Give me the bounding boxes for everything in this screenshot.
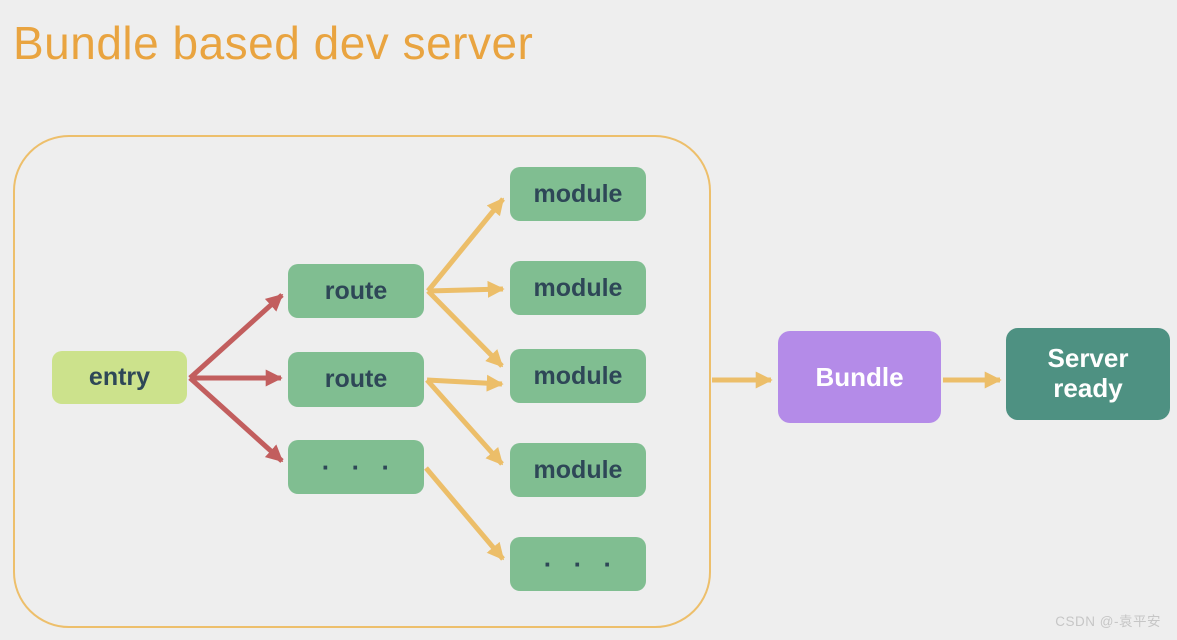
module-node-ellipsis-label: · · · bbox=[543, 548, 620, 579]
arrow-route1-to-module-2 bbox=[427, 280, 505, 298]
bundle-node: Bundle bbox=[778, 331, 941, 423]
route-node-ellipsis: · · · bbox=[288, 440, 424, 494]
module-node-ellipsis: · · · bbox=[510, 537, 646, 591]
module-node-4: module bbox=[510, 443, 646, 497]
route-node-2: route bbox=[288, 352, 424, 407]
module-node-3: module bbox=[510, 349, 646, 403]
csdn-watermark: CSDN @-袁平安 bbox=[1055, 614, 1161, 629]
arrow-route1-to-module-1 bbox=[426, 197, 505, 293]
page-title: Bundle based dev server bbox=[13, 17, 534, 69]
module-node-1: module bbox=[510, 167, 646, 221]
entry-node: entry bbox=[52, 351, 187, 404]
arrow-route1-to-module-3 bbox=[426, 289, 504, 368]
module-node-label: module bbox=[533, 273, 623, 302]
arrow-route2-to-module-3 bbox=[426, 374, 504, 392]
server-ready-node-label: Server ready bbox=[1047, 343, 1129, 403]
arrow-route2-to-module-4 bbox=[425, 378, 504, 466]
module-node-2: module bbox=[510, 261, 646, 315]
bundle-node-label: Bundle bbox=[815, 361, 904, 392]
module-node-label: module bbox=[533, 455, 623, 484]
route-node-label: route bbox=[324, 365, 388, 393]
arrow-entry-to-route-3 bbox=[188, 376, 284, 463]
arrow-entry-to-route-1 bbox=[188, 293, 284, 380]
dev-server-boundary-frame bbox=[13, 135, 711, 628]
route-node-label: route bbox=[324, 276, 388, 305]
module-node-label: module bbox=[533, 179, 623, 208]
server-ready-node: Server ready bbox=[1006, 328, 1170, 420]
route-node-1: route bbox=[288, 264, 424, 318]
route-node-ellipsis-label: · · · bbox=[321, 451, 398, 482]
arrow-route3-to-module-5 bbox=[424, 466, 505, 561]
entry-node-label: entry bbox=[88, 363, 151, 391]
module-node-label: module bbox=[533, 361, 623, 390]
